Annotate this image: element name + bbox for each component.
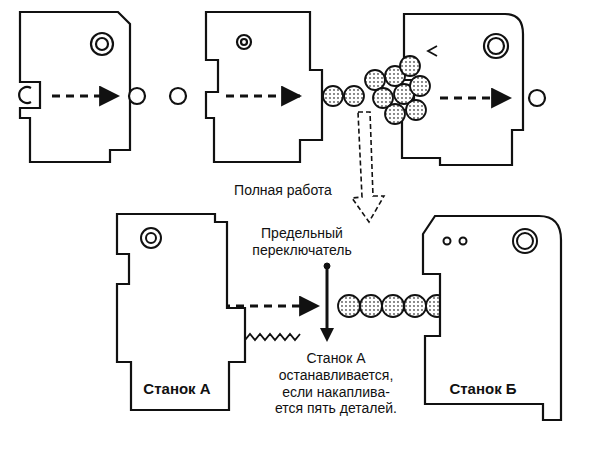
machine-body [117, 214, 245, 410]
machine-outline [20, 12, 130, 162]
illustration-part [338, 295, 360, 317]
limit-switch [320, 263, 334, 342]
machine-body [423, 216, 561, 420]
note-label: Предельный переключатель [237, 225, 367, 259]
illustration-part [440, 97, 510, 100]
part-queue [338, 295, 448, 317]
illustration-part [382, 295, 404, 317]
machine-node: Станок Б [415, 214, 563, 422]
illustration-part [365, 70, 385, 90]
illustration-part [400, 56, 420, 76]
machine-spindle [96, 38, 108, 50]
machine-spindle [513, 229, 537, 253]
illustration-part [406, 100, 426, 120]
machine-spindle [517, 233, 533, 249]
illustration-part [410, 76, 430, 96]
machine-mark [428, 46, 437, 56]
part-pile [323, 56, 430, 124]
illustration-part [320, 328, 334, 342]
machine-spindle [146, 233, 156, 243]
machine-spindle [91, 33, 113, 55]
illustration-part [404, 295, 426, 317]
raw-part [19, 87, 31, 103]
machine-spindle [460, 238, 467, 245]
machine-node: Станок А [115, 212, 247, 412]
illustration-part [52, 95, 118, 98]
illustration-part [344, 86, 364, 106]
machine-spindle [241, 39, 247, 45]
illustration-part [323, 86, 343, 106]
machine-spindle [237, 35, 251, 49]
machine-spindle [488, 38, 504, 54]
part [129, 88, 145, 104]
part [529, 90, 545, 106]
note-label: Полная работа [208, 182, 358, 199]
illustration-part [360, 295, 382, 317]
machine-outline [402, 14, 523, 165]
transition-arrow [352, 112, 384, 222]
machine-spindle [141, 228, 161, 248]
machine-outline [206, 12, 322, 162]
machine-name: Станок А [143, 380, 210, 397]
illustration-part [326, 268, 329, 330]
machine-name: Станок Б [449, 380, 516, 397]
illustration-part [226, 95, 300, 98]
illustration-part [385, 104, 405, 124]
top-machines [19, 12, 545, 165]
machine-spindle [444, 238, 451, 245]
machine-spindle [484, 34, 508, 58]
part [170, 88, 186, 104]
note-label: Станок А останавливается, если накаплива… [272, 350, 400, 417]
